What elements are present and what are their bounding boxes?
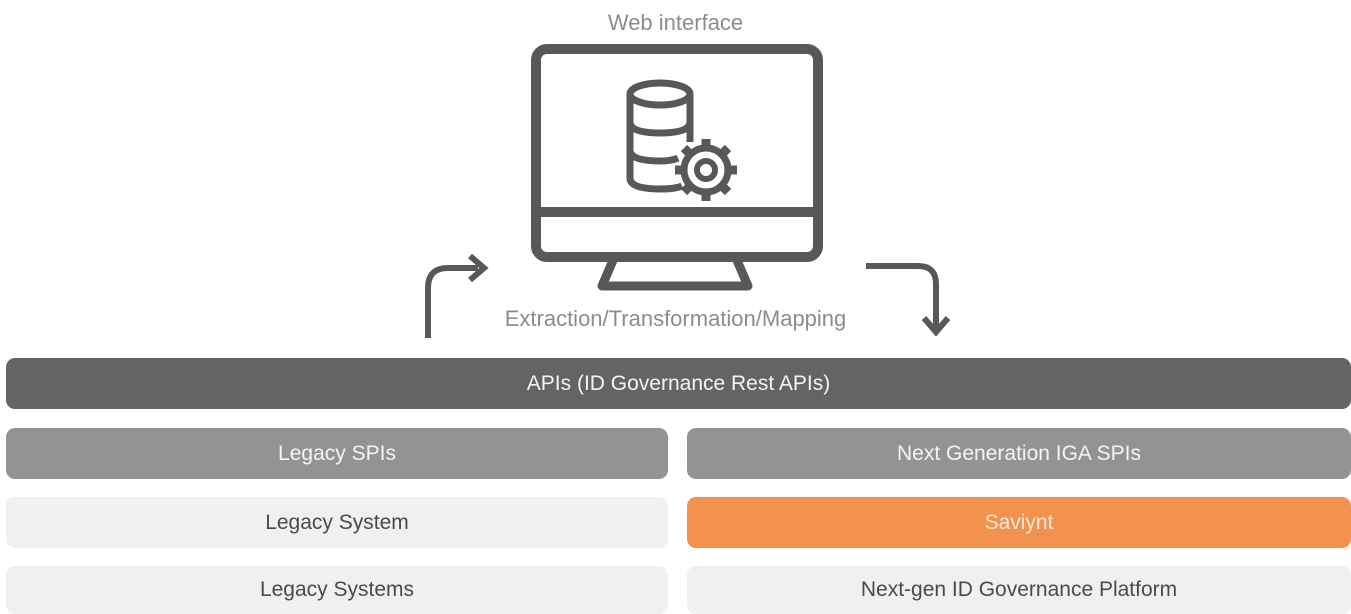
saviynt-bar: Saviynt xyxy=(687,497,1351,548)
legacy-system-bar: Legacy System xyxy=(6,497,668,548)
flow-label: Extraction/Transformation/Mapping xyxy=(504,306,847,331)
next-gen-platform-bar: Next-gen ID Governance Platform xyxy=(687,566,1351,614)
gear-icon xyxy=(675,139,737,201)
monitor-icon xyxy=(531,44,823,291)
web-interface-label: Web interface xyxy=(607,10,744,35)
arrow-right-down-icon xyxy=(866,263,951,337)
arrow-up-right-icon xyxy=(425,253,489,338)
database-icon xyxy=(626,79,694,193)
legacy-spis-bar: Legacy SPIs xyxy=(6,428,668,479)
next-gen-spis-bar: Next Generation IGA SPIs xyxy=(687,428,1351,479)
apis-bar: APIs (ID Governance Rest APIs) xyxy=(6,358,1351,409)
legacy-systems-bar: Legacy Systems xyxy=(6,566,668,614)
